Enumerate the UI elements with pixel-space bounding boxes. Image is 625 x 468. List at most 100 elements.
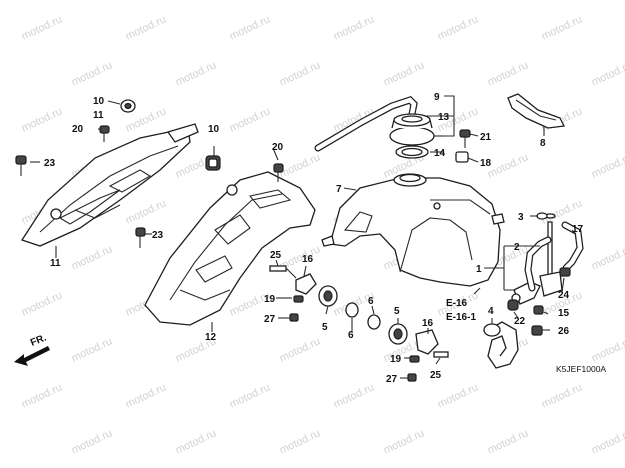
watermark-text: motod.ru <box>486 151 530 180</box>
watermark-text: motod.ru <box>70 59 114 88</box>
watermark-text: motod.ru <box>174 427 218 456</box>
watermark-text: motod.ru <box>486 59 530 88</box>
callout-7: 7 <box>336 184 342 195</box>
collar-18 <box>455 151 469 163</box>
watermark-text: motod.ru <box>20 105 64 134</box>
watermark-text: motod.ru <box>278 151 322 180</box>
callout-26: 26 <box>558 326 570 337</box>
breather-hose <box>314 95 418 152</box>
watermark-text: motod.ru <box>486 427 530 456</box>
callout-11-left: 11 <box>50 258 61 269</box>
callout-6-left: 6 <box>348 330 354 341</box>
grommet-10-right <box>205 155 221 171</box>
watermark-text: motod.ru <box>540 13 584 42</box>
callout-23-right: 23 <box>152 230 164 241</box>
callout-20-right: 20 <box>272 142 284 153</box>
callout-17: 17 <box>572 224 584 235</box>
screw-15 <box>533 305 544 315</box>
callout-25-lower: 25 <box>430 370 442 381</box>
watermark-text: motod.ru <box>20 13 64 42</box>
callout-25-upper: 25 <box>270 250 282 261</box>
callout-10-right: 10 <box>208 124 220 135</box>
watermark-text: motod.ru <box>174 59 218 88</box>
watermark-text: motod.ru <box>436 381 480 410</box>
watermark-text: motod.ru <box>278 427 322 456</box>
callout-13: 13 <box>438 112 450 123</box>
callout-16-lower: 16 <box>422 318 434 329</box>
fuel-valve <box>511 213 563 305</box>
callout-27-upper: 27 <box>264 314 276 325</box>
watermark-text: motod.ru <box>20 289 64 318</box>
left-shroud <box>20 123 199 247</box>
callout-5-left: 5 <box>322 322 328 333</box>
watermark-text: motod.ru <box>590 243 625 272</box>
watermark-text: motod.ru <box>228 13 272 42</box>
washer-3 <box>536 212 548 220</box>
callout-11-left-top: 11 <box>93 110 104 121</box>
fuel-hose <box>524 221 584 292</box>
ref-e16-1: E-16-1 <box>446 312 476 323</box>
callout-12: 12 <box>205 332 217 343</box>
watermark-text: motod.ru <box>70 427 114 456</box>
watermark-text: motod.ru <box>278 59 322 88</box>
callout-2: 2 <box>514 242 520 253</box>
callout-23-left: 23 <box>44 158 56 169</box>
watermark-text: motod.ru <box>20 381 64 410</box>
bolt-20-left <box>99 125 110 142</box>
watermark-text: motod.ru <box>124 197 168 226</box>
watermark-text: motod.ru <box>382 427 426 456</box>
fuel-cap <box>389 113 435 146</box>
watermark-text: motod.ru <box>332 381 376 410</box>
grommet-10-left <box>120 99 136 113</box>
callout-6-right: 6 <box>368 296 374 307</box>
clip-24 <box>559 267 571 277</box>
watermark-text: motod.ru <box>332 13 376 42</box>
callout-18: 18 <box>480 158 492 169</box>
watermark-text: motod.ru <box>228 381 272 410</box>
bolt-20-right <box>273 163 284 182</box>
right-shroud <box>144 171 316 326</box>
cap-gasket <box>395 145 429 159</box>
watermark-text: motod.ru <box>278 335 322 364</box>
callout-3: 3 <box>518 212 524 223</box>
leader-lines <box>30 95 577 379</box>
watermark-text: motod.ru <box>590 59 625 88</box>
callout-16-upper: 16 <box>302 254 314 265</box>
callout-8: 8 <box>540 138 546 149</box>
front-label: FR. <box>29 332 48 348</box>
callout-21: 21 <box>480 132 492 143</box>
callout-27-lower: 27 <box>386 374 398 385</box>
fuel-tank <box>321 173 505 287</box>
callout-9: 9 <box>434 92 440 103</box>
callout-1: 1 <box>476 264 482 275</box>
callout-20-left: 20 <box>72 124 84 135</box>
callout-22: 22 <box>514 316 526 327</box>
ref-e16: E-16 <box>446 298 468 309</box>
watermark-text: motod.ru <box>590 151 625 180</box>
mount-group-lower <box>367 314 449 382</box>
watermark-text: motod.ru <box>70 335 114 364</box>
callout-24: 24 <box>558 290 570 301</box>
watermark-text: motod.ru <box>436 13 480 42</box>
tank-band <box>483 321 519 369</box>
diagram-code: K5JEF1000A <box>556 364 606 374</box>
callout-14: 14 <box>434 148 446 159</box>
callout-4: 4 <box>488 306 494 317</box>
callout-19-upper: 19 <box>264 294 276 305</box>
watermark-text: motod.ru <box>124 13 168 42</box>
watermark-text: motod.ru <box>124 381 168 410</box>
watermark-text: motod.ru <box>70 243 114 272</box>
callouts: 10 11 20 23 11 10 20 23 12 7 9 13 14 21 … <box>44 92 584 385</box>
callout-19-lower: 19 <box>390 354 402 365</box>
bolt-21 <box>459 129 471 148</box>
bolt-23-right <box>135 227 146 248</box>
callout-10-left: 10 <box>93 96 105 107</box>
watermark-text: motod.ru <box>590 427 625 456</box>
watermark-text: motod.ru <box>382 59 426 88</box>
watermark-text: motod.ru <box>540 197 584 226</box>
watermark-text: motod.ru <box>228 105 272 134</box>
callout-15: 15 <box>558 308 570 319</box>
bolt-23-left <box>15 155 27 176</box>
